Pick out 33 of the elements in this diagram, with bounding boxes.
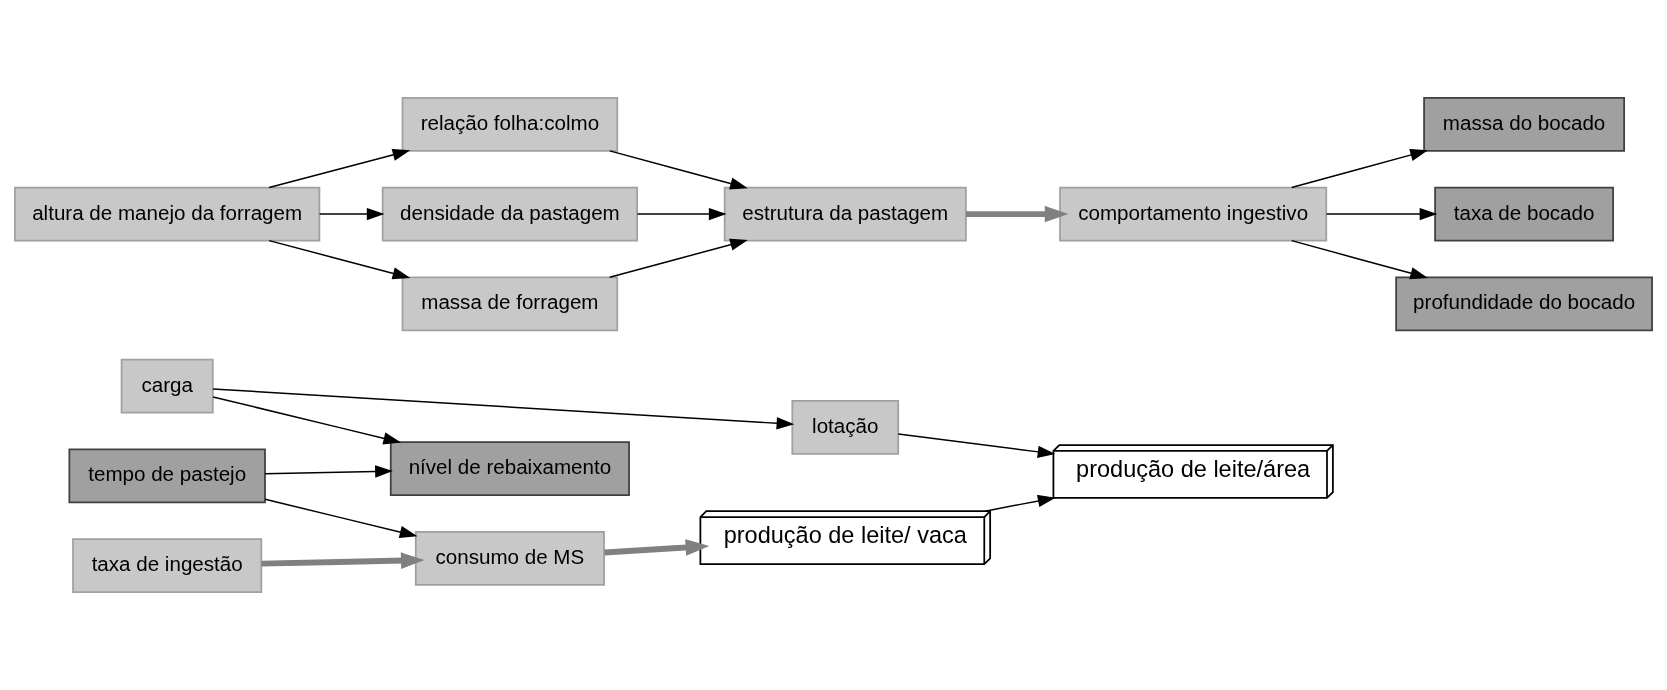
node-box: taxa de ingestão bbox=[72, 538, 263, 593]
node-box: relação folha:colmo bbox=[401, 97, 619, 152]
arrow bbox=[984, 494, 1056, 512]
arrow bbox=[212, 388, 795, 430]
node-box: taxa de bocado bbox=[1434, 186, 1614, 242]
arrow bbox=[1290, 239, 1428, 280]
node-box: massa de forragem bbox=[401, 276, 619, 332]
arrow bbox=[636, 207, 727, 221]
node-box: tempo de pastejo bbox=[68, 448, 266, 504]
arrow bbox=[1325, 207, 1438, 221]
arrow bbox=[264, 465, 393, 478]
arrow bbox=[318, 207, 385, 221]
arrow bbox=[1290, 148, 1428, 189]
node-box: carga bbox=[120, 358, 214, 414]
node-box: consumo de MS bbox=[414, 530, 605, 586]
arrow bbox=[609, 150, 748, 190]
arrow bbox=[604, 539, 710, 556]
arrow bbox=[897, 433, 1056, 458]
node-box: altura de manejo da forragem bbox=[14, 186, 321, 242]
arrow bbox=[212, 396, 402, 445]
node-box: massa do bocado bbox=[1423, 97, 1625, 152]
node-box: estrutura da pastagem bbox=[723, 186, 967, 242]
arrow bbox=[609, 238, 748, 278]
node-box: profundidade do bocado bbox=[1395, 276, 1653, 332]
node-box: densidade da pastagem bbox=[381, 186, 638, 242]
arrow bbox=[268, 148, 411, 189]
node-box: nível de rebaixamento bbox=[389, 441, 630, 496]
arrow bbox=[965, 205, 1069, 223]
arrow bbox=[268, 239, 411, 280]
arrow bbox=[264, 498, 418, 539]
node-box: lotação bbox=[791, 400, 900, 455]
arrow bbox=[261, 552, 425, 569]
node-box: comportamento ingestivo bbox=[1059, 186, 1328, 242]
